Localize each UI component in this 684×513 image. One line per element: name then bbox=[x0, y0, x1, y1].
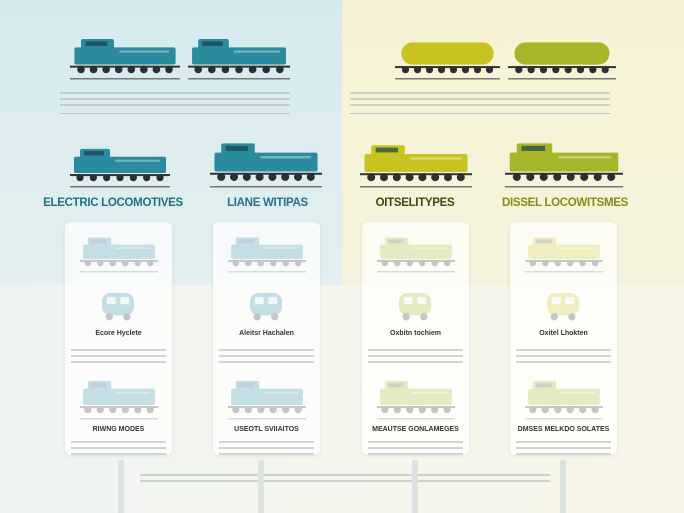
card-title: Aleitsr Hachalen bbox=[239, 330, 294, 337]
card-text bbox=[71, 437, 166, 459]
locomotive-icon bbox=[188, 39, 290, 80]
post bbox=[560, 460, 566, 513]
post bbox=[118, 460, 124, 513]
tank-car-icon bbox=[395, 42, 500, 80]
card-text bbox=[368, 345, 463, 367]
card-subtitle: RIWNG MODES bbox=[92, 426, 145, 433]
tank-car-icon bbox=[508, 42, 616, 80]
locomotive-icon bbox=[70, 148, 170, 188]
card-4: Oxitel Lhokten DMSES MELKDO SOLATES bbox=[510, 222, 617, 455]
card-1: Ecore Hyclete RIWNG MODES bbox=[65, 222, 172, 455]
card-title: Oxbitn tochiem bbox=[390, 330, 441, 337]
divider bbox=[350, 113, 610, 114]
card-text bbox=[219, 345, 314, 367]
heading-diesel-locomotives: DISSEL LOCOWITSMES bbox=[501, 197, 628, 209]
card-text bbox=[71, 345, 166, 367]
heading-2: LIANE WITIPAS bbox=[227, 197, 308, 209]
locomotive-icon bbox=[210, 143, 322, 188]
card-text bbox=[368, 437, 463, 459]
card-subtitle: DMSES MELKDO SOLATES bbox=[517, 426, 610, 433]
heading-3: OITSELITYPES bbox=[375, 197, 455, 209]
divider bbox=[60, 113, 290, 114]
locomotive-icon bbox=[505, 143, 623, 188]
post bbox=[258, 460, 264, 513]
card-text bbox=[516, 345, 611, 367]
card-text bbox=[516, 437, 611, 459]
locomotive-icon bbox=[360, 145, 472, 188]
card-subtitle: MEAUTSE GONLAMEGES bbox=[372, 426, 459, 433]
card-title: Ecore Hyclete bbox=[95, 330, 142, 337]
intro-text-electric bbox=[60, 88, 290, 110]
intro-text-diesel bbox=[350, 88, 610, 110]
card-title: Oxitel Lhokten bbox=[539, 330, 588, 337]
card-3: Oxbitn tochiem MEAUTSE GONLAMEGES bbox=[362, 222, 469, 455]
card-subtitle: USEOTL SVIIAITOS bbox=[234, 426, 299, 433]
card-text bbox=[219, 437, 314, 459]
footer-text bbox=[140, 470, 550, 486]
locomotive-icon bbox=[70, 39, 180, 80]
post bbox=[412, 460, 418, 513]
card-2: Aleitsr Hachalen USEOTL SVIIAITOS bbox=[213, 222, 320, 455]
heading-electric-locomotives: ELECTRIC LOCOMOTIVES bbox=[43, 197, 183, 209]
